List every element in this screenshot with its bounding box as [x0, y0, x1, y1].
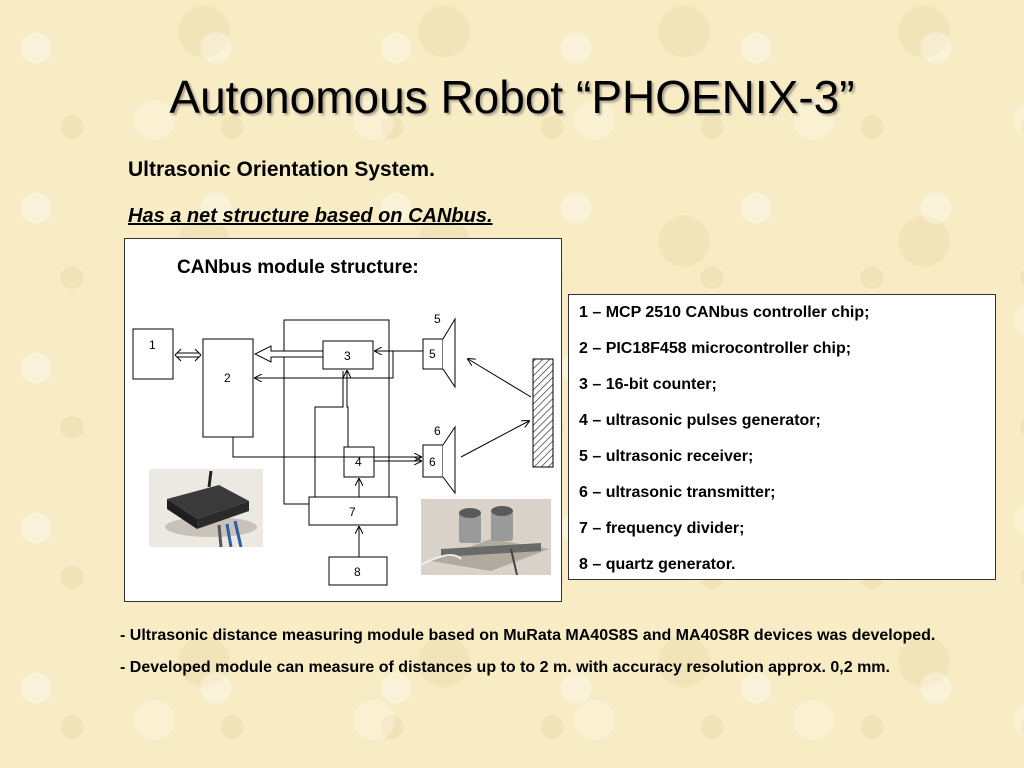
- reflector-wall: [532, 358, 554, 468]
- legend-item: 8 – quartz generator.: [579, 556, 736, 573]
- note-item: - Ultrasonic distance measuring module b…: [120, 627, 936, 644]
- transmitter-horn-icon: [442, 425, 456, 495]
- block-7: [308, 496, 398, 526]
- module-box-photo: [149, 469, 263, 547]
- ultrasonic-sensors-image: [421, 499, 551, 575]
- block-4-label: 4: [355, 455, 362, 469]
- block-3-label: 3: [344, 349, 351, 363]
- block-1: [132, 328, 174, 380]
- diagram-panel: 1 2 3 4 5 5 6 6 7 8 CANbus module struct…: [124, 238, 562, 602]
- slide-subtitle-canbus: Has a net structure based on CANbus.: [128, 205, 493, 227]
- block-4: [343, 446, 375, 478]
- block-6-top-label: 6: [434, 424, 441, 438]
- notes: - Ultrasonic distance measuring module b…: [120, 624, 940, 688]
- legend-item: 7 – frequency divider;: [579, 520, 745, 537]
- legend-item: 5 – ultrasonic receiver;: [579, 448, 754, 465]
- canbus-block-diagram: 1 2 3 4 5 5 6 6 7 8: [132, 312, 554, 586]
- note-item: - Developed module can measure of distan…: [120, 659, 890, 676]
- block-1-label: 1: [149, 338, 156, 352]
- slide-title: Autonomous Robot “PHOENIX-3”: [169, 71, 855, 123]
- block-6-label: 6: [429, 455, 436, 469]
- legend-item: 4 – ultrasonic pulses generator;: [579, 412, 821, 429]
- block-8-label: 8: [354, 565, 361, 579]
- legend-item: 6 – ultrasonic transmitter;: [579, 484, 776, 501]
- receiver-horn-icon: [442, 317, 456, 389]
- block-2: [202, 338, 254, 438]
- block-3: [322, 340, 374, 370]
- legend-box: 1 – MCP 2510 CANbus controller chip; 2 –…: [568, 294, 996, 580]
- block-2-label: 2: [224, 371, 231, 385]
- bus-arrow: [253, 345, 324, 363]
- block-8: [328, 556, 388, 586]
- block-5-label: 5: [429, 347, 436, 361]
- legend-item: 1 – MCP 2510 CANbus controller chip;: [579, 304, 870, 321]
- module-box-image: [149, 469, 263, 547]
- ultrasonic-sensors-photo: [421, 499, 551, 575]
- legend-item: 2 – PIC18F458 microcontroller chip;: [579, 340, 852, 357]
- block-7-label: 7: [349, 505, 356, 519]
- block-5-top-label: 5: [434, 312, 441, 326]
- slide-subtitle: Ultrasonic Orientation System.: [128, 158, 435, 181]
- diagram-title: CANbus module structure:: [177, 257, 419, 278]
- legend-item: 3 – 16-bit counter;: [579, 376, 717, 393]
